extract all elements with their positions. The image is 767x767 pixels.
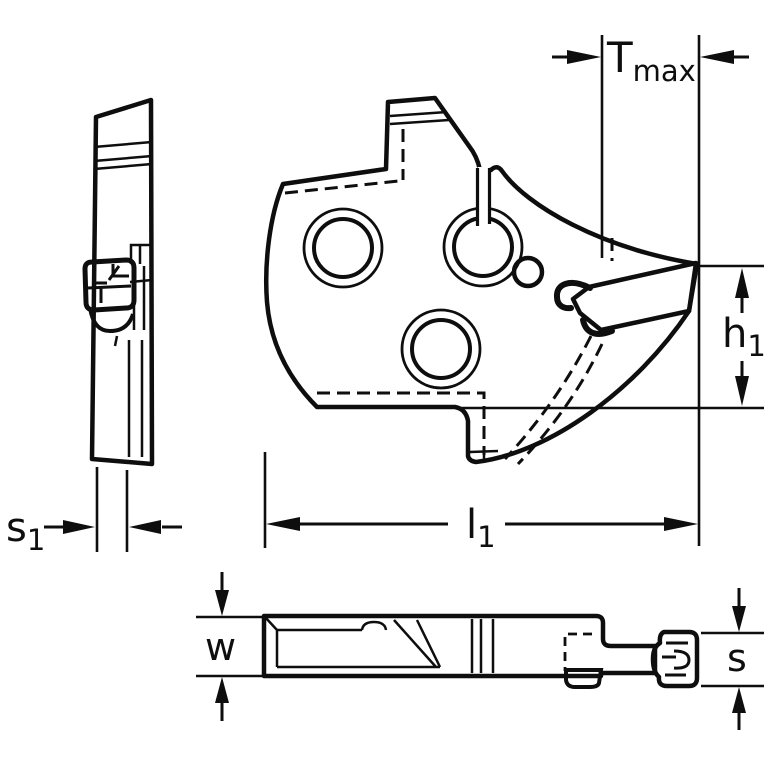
hole-left-counterbore xyxy=(302,207,384,289)
s-extension-lines xyxy=(701,631,764,688)
dim-label-l1: l1 xyxy=(466,502,496,554)
side-view-blade-body xyxy=(89,97,155,467)
h1-arrowhead-up xyxy=(735,268,749,298)
dimension-tmax: Tmax xyxy=(552,33,749,546)
main-view xyxy=(263,95,700,466)
w-extension-lines xyxy=(196,615,262,678)
dim-label-tmax: Tmax xyxy=(606,33,696,88)
side-view-neck-curve xyxy=(88,307,135,334)
hole-bottom-counterbore xyxy=(400,308,482,390)
dimension-s1: s1 xyxy=(6,467,182,557)
tmax-extension-lines xyxy=(600,35,701,546)
dimension-h1: h1 xyxy=(458,264,766,410)
dim-label-s: s xyxy=(727,636,747,680)
insert-underside xyxy=(564,668,604,689)
clamp-slot xyxy=(477,167,490,233)
body-edge-lines xyxy=(389,110,499,461)
s1-arrowhead-right xyxy=(63,520,95,534)
insert-pocket-seat xyxy=(554,280,615,337)
l1-arrowhead-right xyxy=(664,517,698,531)
dimension-w: w xyxy=(196,572,262,721)
w-arrowhead-down xyxy=(215,590,229,616)
cutting-insert-front xyxy=(570,260,699,333)
dimension-s: s xyxy=(701,588,764,730)
w-arrowhead-up xyxy=(215,677,229,703)
hidden-lines-dashed xyxy=(284,129,614,455)
s-arrowhead-up xyxy=(732,687,746,713)
s-arrowhead-down xyxy=(732,606,746,632)
dim-label-w: w xyxy=(205,625,236,669)
side-view-insert-clamp-marks xyxy=(87,264,132,303)
blade-plan-hidden-dashed xyxy=(563,632,592,671)
h1-extension-lines xyxy=(458,264,764,410)
hole-bottom-bore xyxy=(410,318,472,380)
s1-extension-lines xyxy=(95,467,129,552)
side-view-insert xyxy=(82,257,137,313)
insert-head-plan xyxy=(650,629,700,689)
hole-left-bore xyxy=(312,217,374,279)
h1-arrowhead-down xyxy=(735,376,749,406)
main-body xyxy=(263,95,700,465)
l1-arrowhead-left xyxy=(266,517,300,531)
blade-plan-detail-lines xyxy=(264,616,495,673)
pin-hole xyxy=(511,255,545,289)
tmax-arrowhead-right xyxy=(700,50,734,64)
dimension-l1: l1 xyxy=(263,452,698,554)
dim-label-s1: s1 xyxy=(6,505,45,557)
dim-label-h1: h1 xyxy=(722,311,766,363)
side-view-detail-lines xyxy=(93,140,153,457)
hidden-blade-curves-dashed xyxy=(503,335,604,466)
clamp-slot-walls xyxy=(475,168,492,226)
tmax-arrowhead-left xyxy=(567,50,601,64)
s1-arrowhead-left xyxy=(129,520,161,534)
top-view xyxy=(261,613,700,689)
side-view xyxy=(82,97,155,467)
insert-head-clamp-marks xyxy=(662,641,691,677)
